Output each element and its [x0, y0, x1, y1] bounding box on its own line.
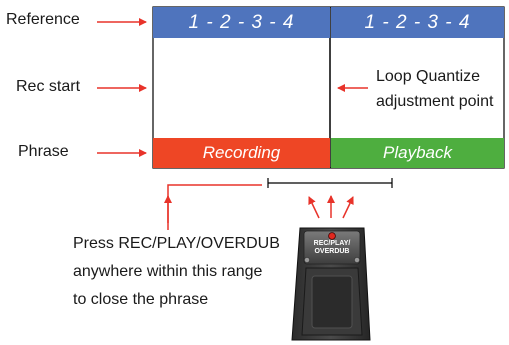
reference-label: Reference	[6, 11, 80, 28]
instruction-line-3: to close the phrase	[73, 291, 209, 308]
reference-measure-2: 1 - 2 - 3 - 4	[331, 7, 504, 38]
reference-measure-1: 1 - 2 - 3 - 4	[153, 7, 330, 38]
press-arrow-left	[308, 196, 320, 219]
pedal-label-line-1: REC/PLAY/	[313, 240, 351, 247]
loop-quantize-line-1: Loop Quantize	[376, 68, 481, 85]
pedal-label: REC/PLAY/ OVERDUB	[304, 240, 360, 256]
pedal-label-line-2: OVERDUB	[314, 248, 350, 255]
rec-start-label: Rec start	[16, 78, 81, 95]
instruction-line-2: anywhere within this range	[73, 263, 263, 280]
phrase-label: Phrase	[18, 143, 69, 160]
recording-segment: Recording	[153, 138, 330, 168]
loop-quantize-line-2: adjustment point	[376, 93, 494, 110]
instruction-line-1: Press REC/PLAY/OVERDUB	[73, 235, 280, 252]
playback-segment: Playback	[331, 138, 504, 168]
press-arrow-right	[342, 196, 354, 219]
rec-play-overdub-pedal-icon	[291, 227, 371, 341]
loop-quantize-note: Loop Quantize adjustment point	[376, 64, 493, 114]
pedal-led-icon	[328, 232, 336, 240]
instruction-text: Press REC/PLAY/OVERDUB anywhere within t…	[73, 230, 280, 314]
instruction-connector	[167, 184, 262, 223]
